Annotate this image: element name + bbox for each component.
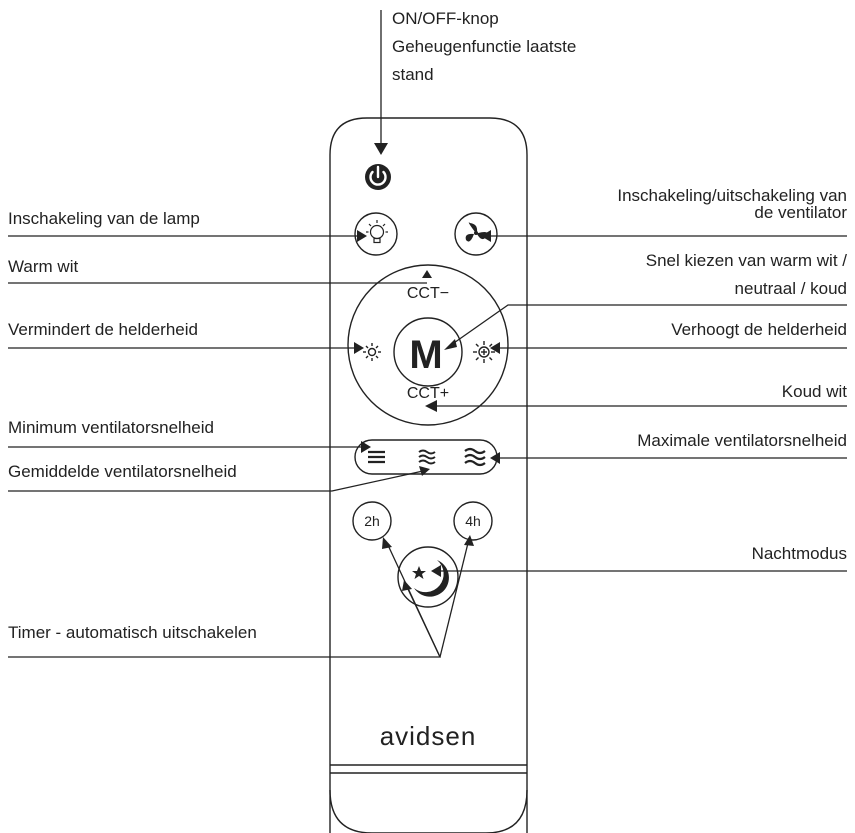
brightness-up-button[interactable] xyxy=(473,341,495,363)
label-cold-white: Koud wit xyxy=(782,382,847,401)
callout-line-timer-night xyxy=(406,586,441,658)
fan-speed-mid-icon xyxy=(418,449,436,465)
callout-arrow-timer-2h xyxy=(382,537,392,549)
cct-minus-label: CCT− xyxy=(407,285,449,302)
callout-arrow-fan-max xyxy=(490,452,500,464)
fan-speed-high-button[interactable] xyxy=(464,447,486,467)
timer-2h-label: 2h xyxy=(364,513,380,529)
night-mode-ring xyxy=(397,546,459,608)
timer-4h-button[interactable]: 4h xyxy=(453,501,493,541)
callout-arrow-fan-mid xyxy=(419,466,430,476)
callout-arrow-fan xyxy=(481,230,491,242)
moon-star-icon xyxy=(412,560,449,597)
label-power-line3: stand xyxy=(392,65,434,84)
callout-arrow-brightness-down xyxy=(354,342,364,354)
control-ring xyxy=(347,264,509,426)
label-power-line1: ON/OFF-knop xyxy=(392,9,499,28)
callout-arrow-power xyxy=(374,143,388,155)
callout-arrow-night-mode xyxy=(431,565,441,577)
timer-4h-label: 4h xyxy=(465,513,481,529)
label-fan-toggle-line1: Inschakeling/uitschakeling van xyxy=(617,186,847,205)
mode-label: M xyxy=(409,333,442,377)
label-timer: Timer - automatisch uitschakelen xyxy=(8,623,257,642)
timer-4h-ring xyxy=(453,501,493,541)
mode-button-ring xyxy=(393,317,463,387)
label-brightness-up: Verhoogt de helderheid xyxy=(671,320,847,339)
brightness-up-icon xyxy=(473,341,495,363)
callout-arrow-lamp xyxy=(357,230,367,242)
timer-2h-button[interactable]: 2h xyxy=(352,501,392,541)
label-fan-max: Maximale ventilatorsnelheid xyxy=(637,431,847,450)
fan-button-ring xyxy=(454,212,498,256)
label-color-select-line1: Snel kiezen van warm wit / xyxy=(646,251,848,270)
callout-arrow-timer-4h xyxy=(464,535,474,546)
label-warm-white: Warm wit xyxy=(8,257,78,276)
label-fan-min: Minimum ventilatorsnelheid xyxy=(8,418,214,437)
callout-arrow-cold-white xyxy=(425,400,437,412)
brand-logo: avidsen xyxy=(380,721,477,751)
power-button[interactable] xyxy=(365,164,391,190)
fan-icon xyxy=(465,222,488,242)
remote-bottom-curve xyxy=(329,789,528,833)
lamp-button-ring xyxy=(354,212,398,256)
power-symbol xyxy=(369,170,387,186)
cct-plus-button[interactable]: CCT+ xyxy=(407,385,449,402)
fan-speed-low-button[interactable] xyxy=(368,450,385,464)
remote-body xyxy=(329,117,528,833)
callout-line-color-select xyxy=(450,304,847,346)
callout-arrow-warm-white xyxy=(422,270,432,278)
label-color-select-line2: neutraal / koud xyxy=(735,279,847,298)
mode-button[interactable]: M xyxy=(393,317,463,387)
label-fan-mid: Gemiddelde ventilatorsnelheid xyxy=(8,462,237,481)
fan-speed-high-icon xyxy=(464,447,486,467)
callout-line-timer-branch xyxy=(439,542,469,658)
label-night-mode: Nachtmodus xyxy=(752,544,847,563)
fan-speed-low-icon xyxy=(368,450,385,464)
timer-2h-ring xyxy=(352,501,392,541)
callout-line-fan-mid xyxy=(8,470,424,492)
cct-minus-button[interactable]: CCT− xyxy=(407,285,449,302)
callout-arrow-brightness-up xyxy=(490,342,500,354)
fan-speed-mid-button[interactable] xyxy=(418,449,436,465)
lamp-button[interactable] xyxy=(354,212,398,256)
callout-arrow-color-select xyxy=(444,339,457,350)
label-lamp-toggle: Inschakeling van de lamp xyxy=(8,209,200,228)
label-brightness-down: Vermindert de helderheid xyxy=(8,320,198,339)
cct-plus-label: CCT+ xyxy=(407,385,449,402)
brightness-down-icon xyxy=(363,343,381,361)
callout-arrow-fan-min xyxy=(361,441,371,453)
label-fan-toggle-line2: de ventilator xyxy=(754,203,847,222)
label-power-line2: Geheugenfunctie laatste xyxy=(392,37,576,56)
night-mode-button[interactable] xyxy=(397,546,459,608)
brightness-down-button[interactable] xyxy=(363,343,381,361)
callout-arrow-timer-night xyxy=(402,580,412,591)
lightbulb-icon xyxy=(366,220,388,244)
